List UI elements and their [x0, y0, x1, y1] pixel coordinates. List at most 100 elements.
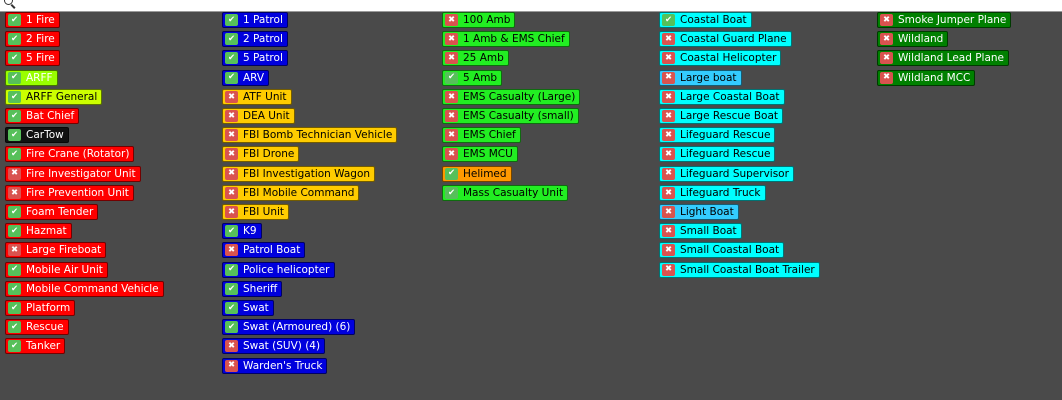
unit-toggle-police[interactable]: ✔5 Patrol — [222, 50, 288, 67]
check-icon[interactable]: ✔ — [8, 129, 21, 142]
unit-toggle-ems[interactable]: ✖EMS Chief — [442, 127, 521, 144]
unit-toggle-wildland[interactable]: ✖Wildland MCC — [877, 69, 976, 86]
unit-toggle-wildland[interactable]: ✖Wildland Lead Plane — [877, 50, 1010, 67]
unit-toggle-coastal[interactable]: ✖Lifeguard Supervisor — [659, 165, 794, 182]
close-icon[interactable]: ✖ — [662, 52, 675, 65]
check-icon[interactable]: ✔ — [225, 263, 238, 276]
close-icon[interactable]: ✖ — [880, 14, 893, 26]
check-icon[interactable]: ✔ — [225, 14, 238, 26]
unit-toggle-fire[interactable]: ✔2 Fire — [5, 31, 60, 48]
unit-toggle-fire[interactable]: ✔Bat Chief — [5, 108, 80, 124]
close-icon[interactable]: ✖ — [445, 14, 458, 26]
unit-toggle-wildland[interactable]: ✖Smoke Jumper Plane — [877, 12, 1012, 28]
unit-toggle-fire[interactable]: ✔Mobile Command Vehicle — [5, 280, 164, 297]
close-icon[interactable]: ✖ — [445, 148, 458, 161]
search-icon[interactable] — [4, 0, 13, 5]
close-icon[interactable]: ✖ — [662, 71, 675, 84]
unit-toggle-fire[interactable]: ✔CarTow — [5, 127, 69, 144]
close-icon[interactable]: ✖ — [225, 244, 238, 257]
close-icon[interactable]: ✖ — [225, 90, 238, 103]
close-icon[interactable]: ✖ — [662, 186, 675, 199]
check-icon[interactable]: ✔ — [8, 225, 21, 238]
check-icon[interactable]: ✔ — [8, 14, 21, 26]
unit-toggle-fire[interactable]: ✔1 Fire — [5, 12, 60, 28]
close-icon[interactable]: ✖ — [445, 52, 458, 65]
unit-toggle-fire[interactable]: ✔Hazmat — [5, 223, 72, 240]
unit-toggle-coastal[interactable]: ✖Lifeguard Rescue — [659, 146, 776, 163]
close-icon[interactable]: ✖ — [662, 244, 675, 257]
unit-toggle-ems[interactable]: ✔Helimed — [442, 165, 512, 182]
unit-toggle-fire[interactable]: ✔Tanker — [5, 338, 66, 355]
unit-toggle-coastal[interactable]: ✖Light Boat — [659, 204, 739, 220]
unit-toggle-ems[interactable]: ✖EMS Casualty (small) — [442, 108, 579, 124]
unit-toggle-fire[interactable]: ✔Fire Crane (Rotator) — [5, 146, 135, 163]
close-icon[interactable]: ✖ — [662, 225, 675, 238]
unit-toggle-police[interactable]: ✖Warden's Truck — [222, 357, 328, 374]
unit-toggle-fire[interactable]: ✔Mobile Air Unit — [5, 261, 108, 278]
unit-toggle-fire[interactable]: ✔ARFF General — [5, 88, 103, 105]
unit-toggle-fire[interactable]: ✖Large Fireboat — [5, 242, 107, 259]
unit-toggle-fire[interactable]: ✔ARFF — [5, 69, 58, 86]
close-icon[interactable]: ✖ — [445, 129, 458, 142]
unit-toggle-fire[interactable]: ✖Fire Prevention Unit — [5, 184, 134, 201]
check-icon[interactable]: ✔ — [225, 52, 238, 65]
unit-toggle-coastal[interactable]: ✖Large Coastal Boat — [659, 88, 785, 105]
unit-toggle-coastal[interactable]: ✖Coastal Helicopter — [659, 50, 782, 67]
close-icon[interactable]: ✖ — [662, 148, 675, 161]
close-icon[interactable]: ✖ — [662, 33, 675, 46]
close-icon[interactable]: ✖ — [225, 206, 238, 218]
unit-toggle-coastal[interactable]: ✖Small Boat — [659, 223, 742, 240]
check-icon[interactable]: ✔ — [8, 90, 21, 103]
close-icon[interactable]: ✖ — [8, 186, 21, 199]
unit-toggle-fire[interactable]: ✖Fire Investigator Unit — [5, 165, 141, 182]
check-icon[interactable]: ✔ — [8, 206, 21, 218]
check-icon[interactable]: ✔ — [8, 110, 21, 122]
unit-toggle-coastal[interactable]: ✖Lifeguard Truck — [659, 184, 766, 201]
close-icon[interactable]: ✖ — [8, 244, 21, 257]
unit-toggle-coastal[interactable]: ✖Small Coastal Boat — [659, 242, 785, 259]
check-icon[interactable]: ✔ — [8, 282, 21, 295]
check-icon[interactable]: ✔ — [8, 340, 21, 353]
close-icon[interactable]: ✖ — [445, 90, 458, 103]
check-icon[interactable]: ✔ — [8, 52, 21, 65]
check-icon[interactable]: ✔ — [225, 225, 238, 238]
check-icon[interactable]: ✔ — [8, 321, 21, 334]
unit-toggle-police[interactable]: ✔2 Patrol — [222, 31, 288, 48]
close-icon[interactable]: ✖ — [880, 52, 893, 65]
check-icon[interactable]: ✔ — [445, 186, 458, 199]
check-icon[interactable]: ✔ — [8, 263, 21, 276]
unit-toggle-fire[interactable]: ✔5 Fire — [5, 50, 60, 67]
unit-toggle-police[interactable]: ✔Police helicopter — [222, 261, 335, 278]
top-search-bar[interactable] — [0, 0, 1062, 12]
unit-toggle-ems[interactable]: ✔Mass Casualty Unit — [442, 184, 569, 201]
unit-toggle-fire[interactable]: ✔Platform — [5, 300, 76, 316]
check-icon[interactable]: ✔ — [225, 321, 238, 334]
unit-toggle-coastal[interactable]: ✖Coastal Guard Plane — [659, 31, 792, 48]
check-icon[interactable]: ✔ — [445, 71, 458, 84]
unit-toggle-police[interactable]: ✖FBI Unit — [222, 204, 290, 220]
close-icon[interactable]: ✖ — [225, 110, 238, 122]
unit-toggle-coastal[interactable]: ✖Large boat — [659, 69, 742, 86]
unit-toggle-police[interactable]: ✔Sheriff — [222, 280, 283, 297]
close-icon[interactable]: ✖ — [445, 33, 458, 46]
check-icon[interactable]: ✔ — [225, 33, 238, 46]
check-icon[interactable]: ✔ — [225, 302, 238, 314]
unit-toggle-police[interactable]: ✖FBI Investigation Wagon — [222, 165, 376, 182]
unit-toggle-police[interactable]: ✔Swat (Armoured) (6) — [222, 319, 356, 336]
unit-toggle-police[interactable]: ✔ARV — [222, 69, 270, 86]
close-icon[interactable]: ✖ — [445, 110, 458, 122]
check-icon[interactable]: ✔ — [8, 33, 21, 46]
unit-toggle-fire[interactable]: ✔Rescue — [5, 319, 69, 336]
unit-toggle-police[interactable]: ✖FBI Mobile Command — [222, 184, 360, 201]
unit-toggle-ems[interactable]: ✖EMS MCU — [442, 146, 518, 163]
unit-toggle-police[interactable]: ✖Swat (SUV) (4) — [222, 338, 326, 355]
check-icon[interactable]: ✔ — [445, 167, 458, 180]
unit-toggle-coastal[interactable]: ✔Coastal Boat — [659, 12, 752, 28]
close-icon[interactable]: ✖ — [225, 359, 238, 372]
unit-toggle-coastal[interactable]: ✖Lifeguard Rescue — [659, 127, 776, 144]
check-icon[interactable]: ✔ — [8, 71, 21, 84]
close-icon[interactable]: ✖ — [662, 167, 675, 180]
check-icon[interactable]: ✔ — [662, 14, 675, 26]
close-icon[interactable]: ✖ — [662, 263, 675, 276]
check-icon[interactable]: ✔ — [8, 302, 21, 314]
